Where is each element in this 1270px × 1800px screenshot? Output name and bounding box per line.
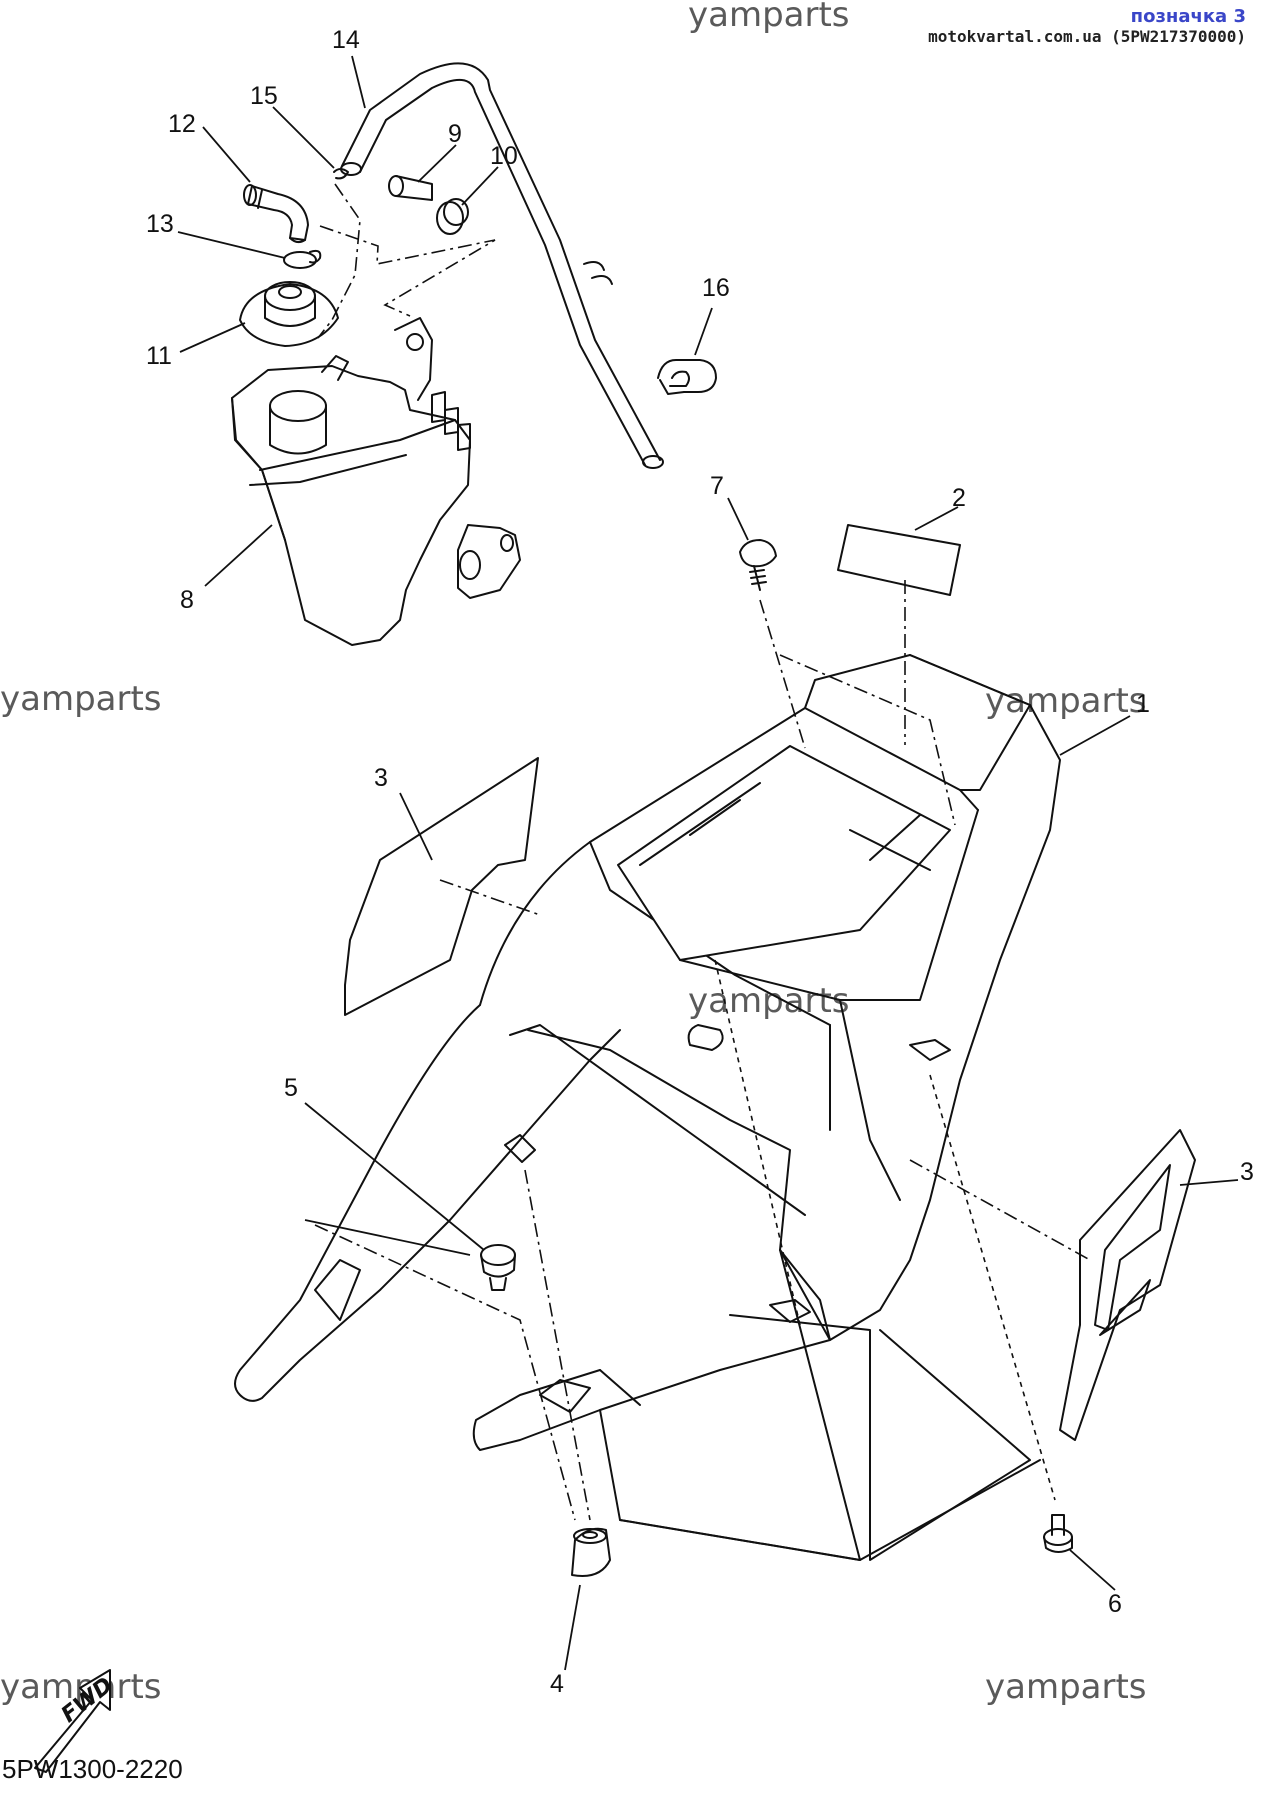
watermark: yamparts (985, 681, 1147, 721)
callout-1: 1 (1136, 690, 1150, 718)
watermark: yamparts (0, 679, 162, 719)
coolant-reservoir (231, 317, 521, 646)
gasket (283, 251, 317, 269)
alignment-lines (314, 183, 1091, 1521)
screw (739, 539, 777, 591)
source-badge: позначка 3 motokvartal.com.ua (5PW217370… (928, 6, 1246, 46)
callout-11: 11 (146, 342, 172, 370)
elbow-fitting (243, 184, 309, 244)
callout-14: 14 (332, 26, 360, 54)
callout-7: 7 (710, 472, 724, 500)
gasket-clip (309, 249, 322, 264)
part-code: 5PW1300-2220 (2, 1754, 183, 1784)
badge-label: позначка 3 (1130, 6, 1246, 27)
hose-clamp (333, 168, 349, 180)
callout-4: 4 (550, 1670, 564, 1698)
reservoir-cap (239, 281, 339, 347)
rear-cowling (234, 654, 1061, 1561)
watermark: yamparts (985, 1667, 1147, 1707)
callout-15: 15 (250, 82, 278, 110)
callout-16: 16 (702, 274, 730, 302)
callout-12: 12 (168, 110, 196, 138)
fwd-arrow-icon (34, 1669, 111, 1773)
callout-3-right: 3 (1240, 1158, 1254, 1186)
callout-5: 5 (284, 1074, 298, 1102)
overflow-hose (340, 62, 664, 469)
hidden-lines (714, 959, 1056, 1501)
collar (436, 198, 469, 235)
callout-13: 13 (146, 210, 174, 238)
grommet (571, 1527, 611, 1577)
watermark: yamparts (688, 0, 850, 35)
callout-9: 9 (448, 120, 462, 148)
side-decal-right (1059, 1129, 1196, 1441)
bolt (388, 175, 433, 201)
hose-clip (657, 359, 717, 395)
badge-source: motokvartal.com.ua (5PW217370000) (928, 27, 1246, 46)
leader-lines (177, 55, 1239, 1671)
side-decal-left (344, 757, 539, 1016)
callout-8: 8 (180, 586, 194, 614)
callout-10: 10 (490, 142, 518, 170)
callout-3-left: 3 (374, 764, 388, 792)
watermark: yamparts (688, 981, 850, 1021)
rivet (480, 1244, 516, 1291)
callout-2: 2 (952, 484, 966, 512)
seat-decal (837, 524, 961, 596)
callout-6: 6 (1108, 1590, 1122, 1618)
flange-bolt (1043, 1514, 1073, 1553)
